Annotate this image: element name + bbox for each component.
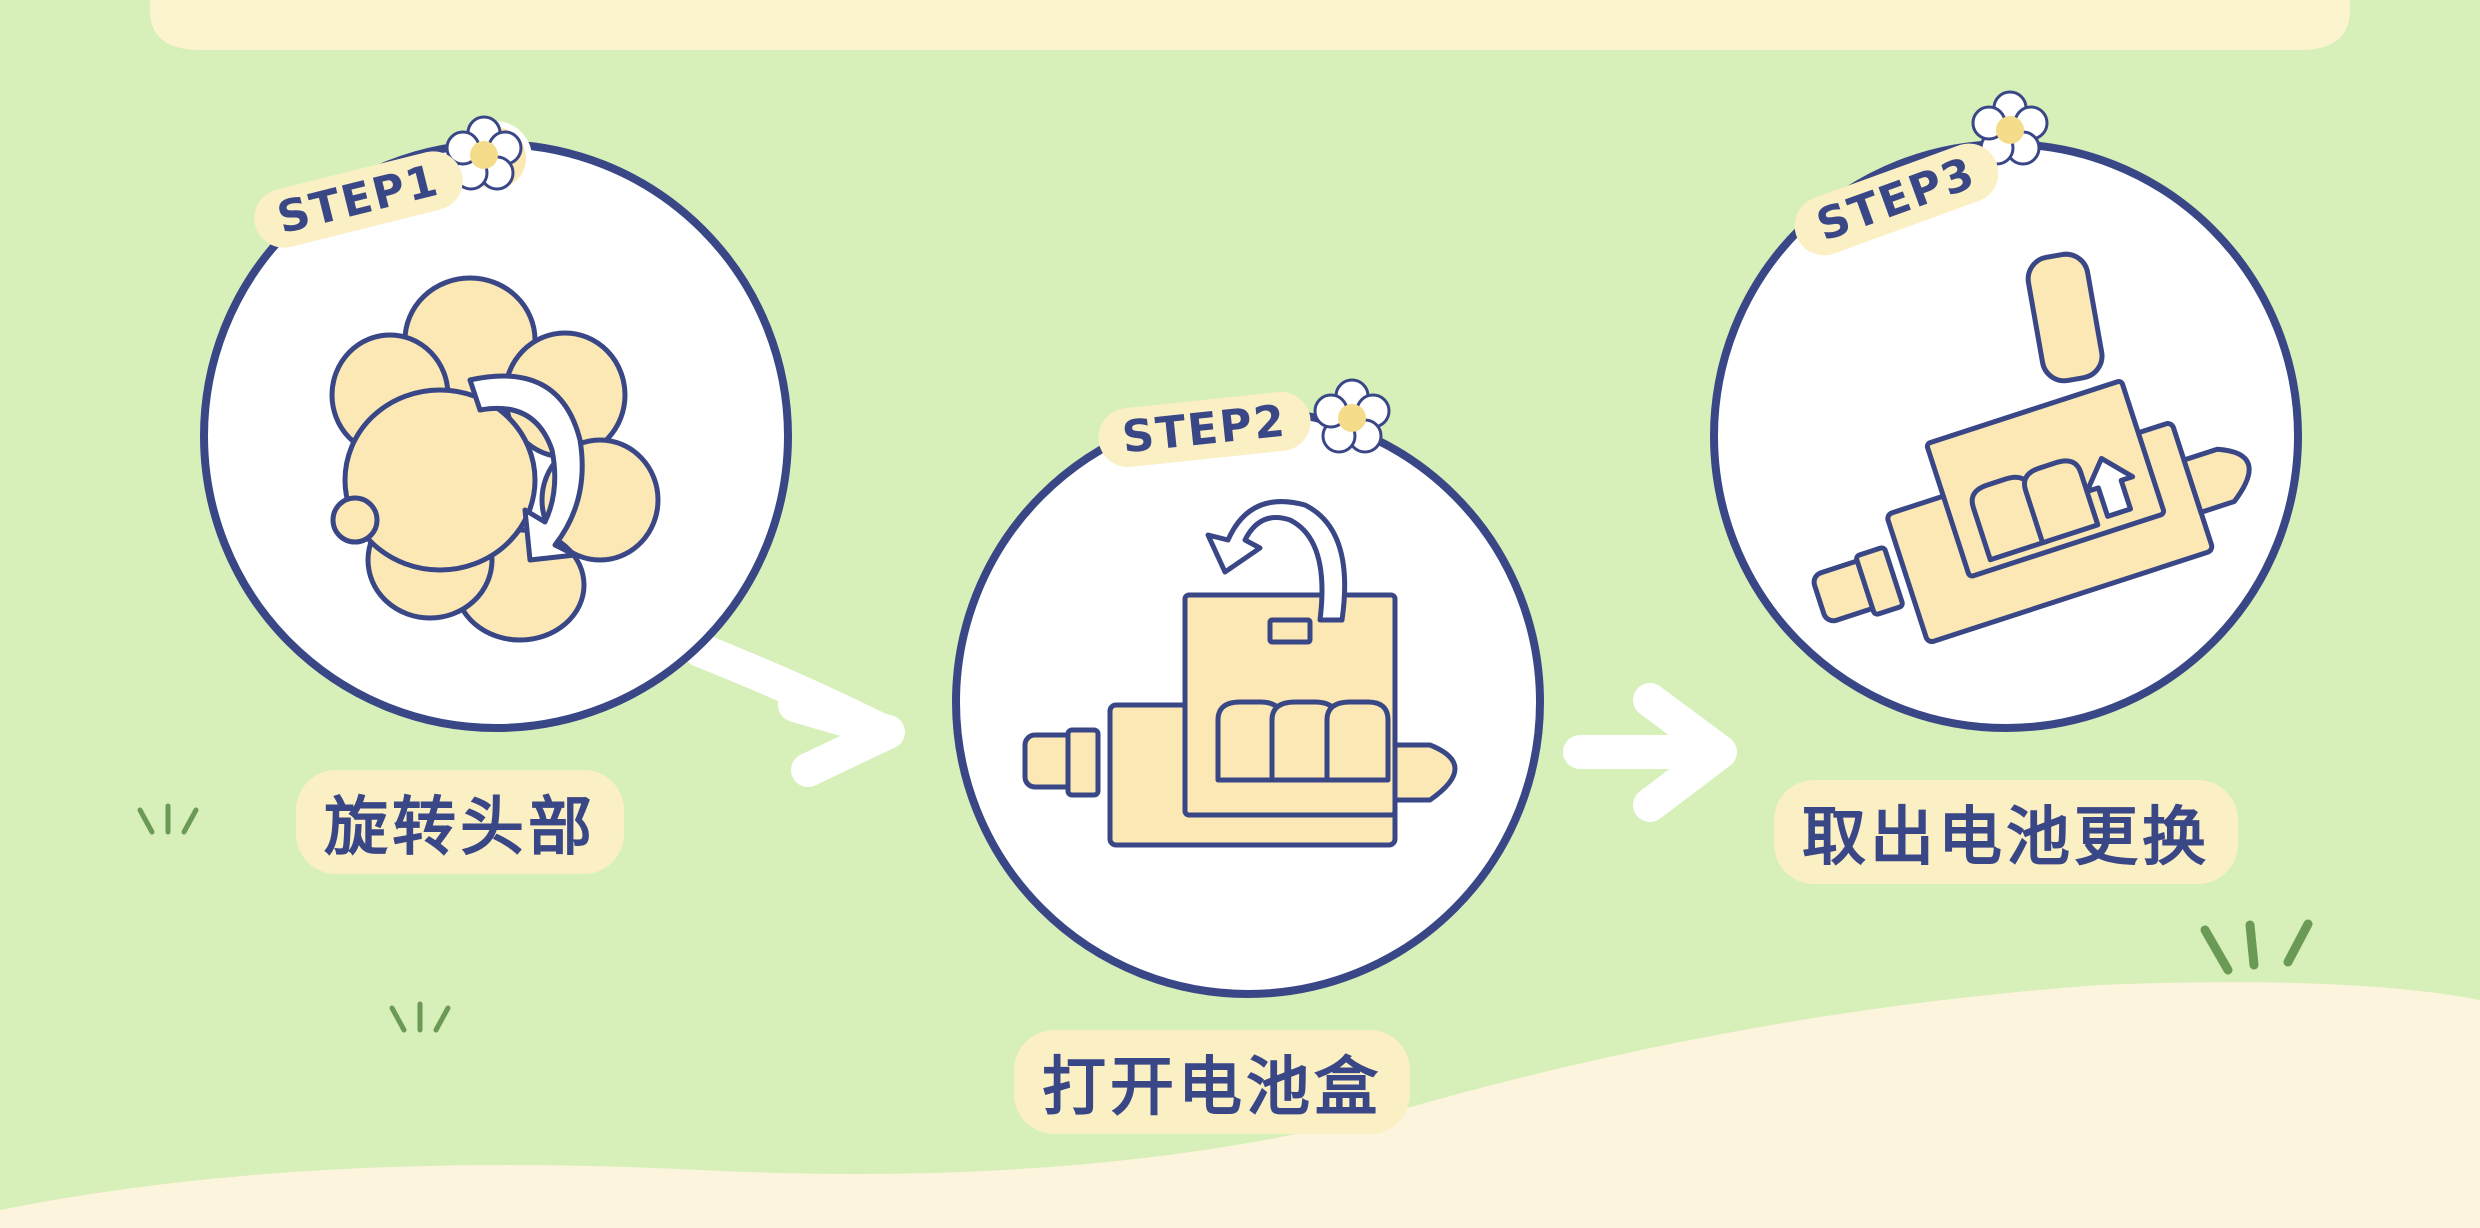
top-banner [150,0,2350,50]
rotate-head-icon [329,275,661,643]
step-2-label: 打开电池盒 [1014,1030,1410,1134]
grass-tuft-icon [137,803,199,835]
open-battery-box-icon [1022,592,1458,848]
step-3-label: 取出电池更换 [1774,780,2238,884]
step-1-illustration [200,121,792,732]
step-3-illustration [1710,140,2302,732]
step-1-label: 旋转头部 [296,770,624,874]
bottom-hill [0,982,2480,1228]
grass-tuft-icon [389,1001,451,1033]
grass-tuft-icon [2200,919,2313,975]
arrow-icon [683,633,905,787]
flower-icon [445,115,523,191]
replace-battery-icon [1811,251,2252,645]
step-2-illustration [952,406,1544,998]
arrow-icon [1563,683,1737,822]
rotate-arrow-icon [467,373,585,563]
flower-icon [1313,378,1391,454]
open-arrow-icon [1205,499,1348,623]
